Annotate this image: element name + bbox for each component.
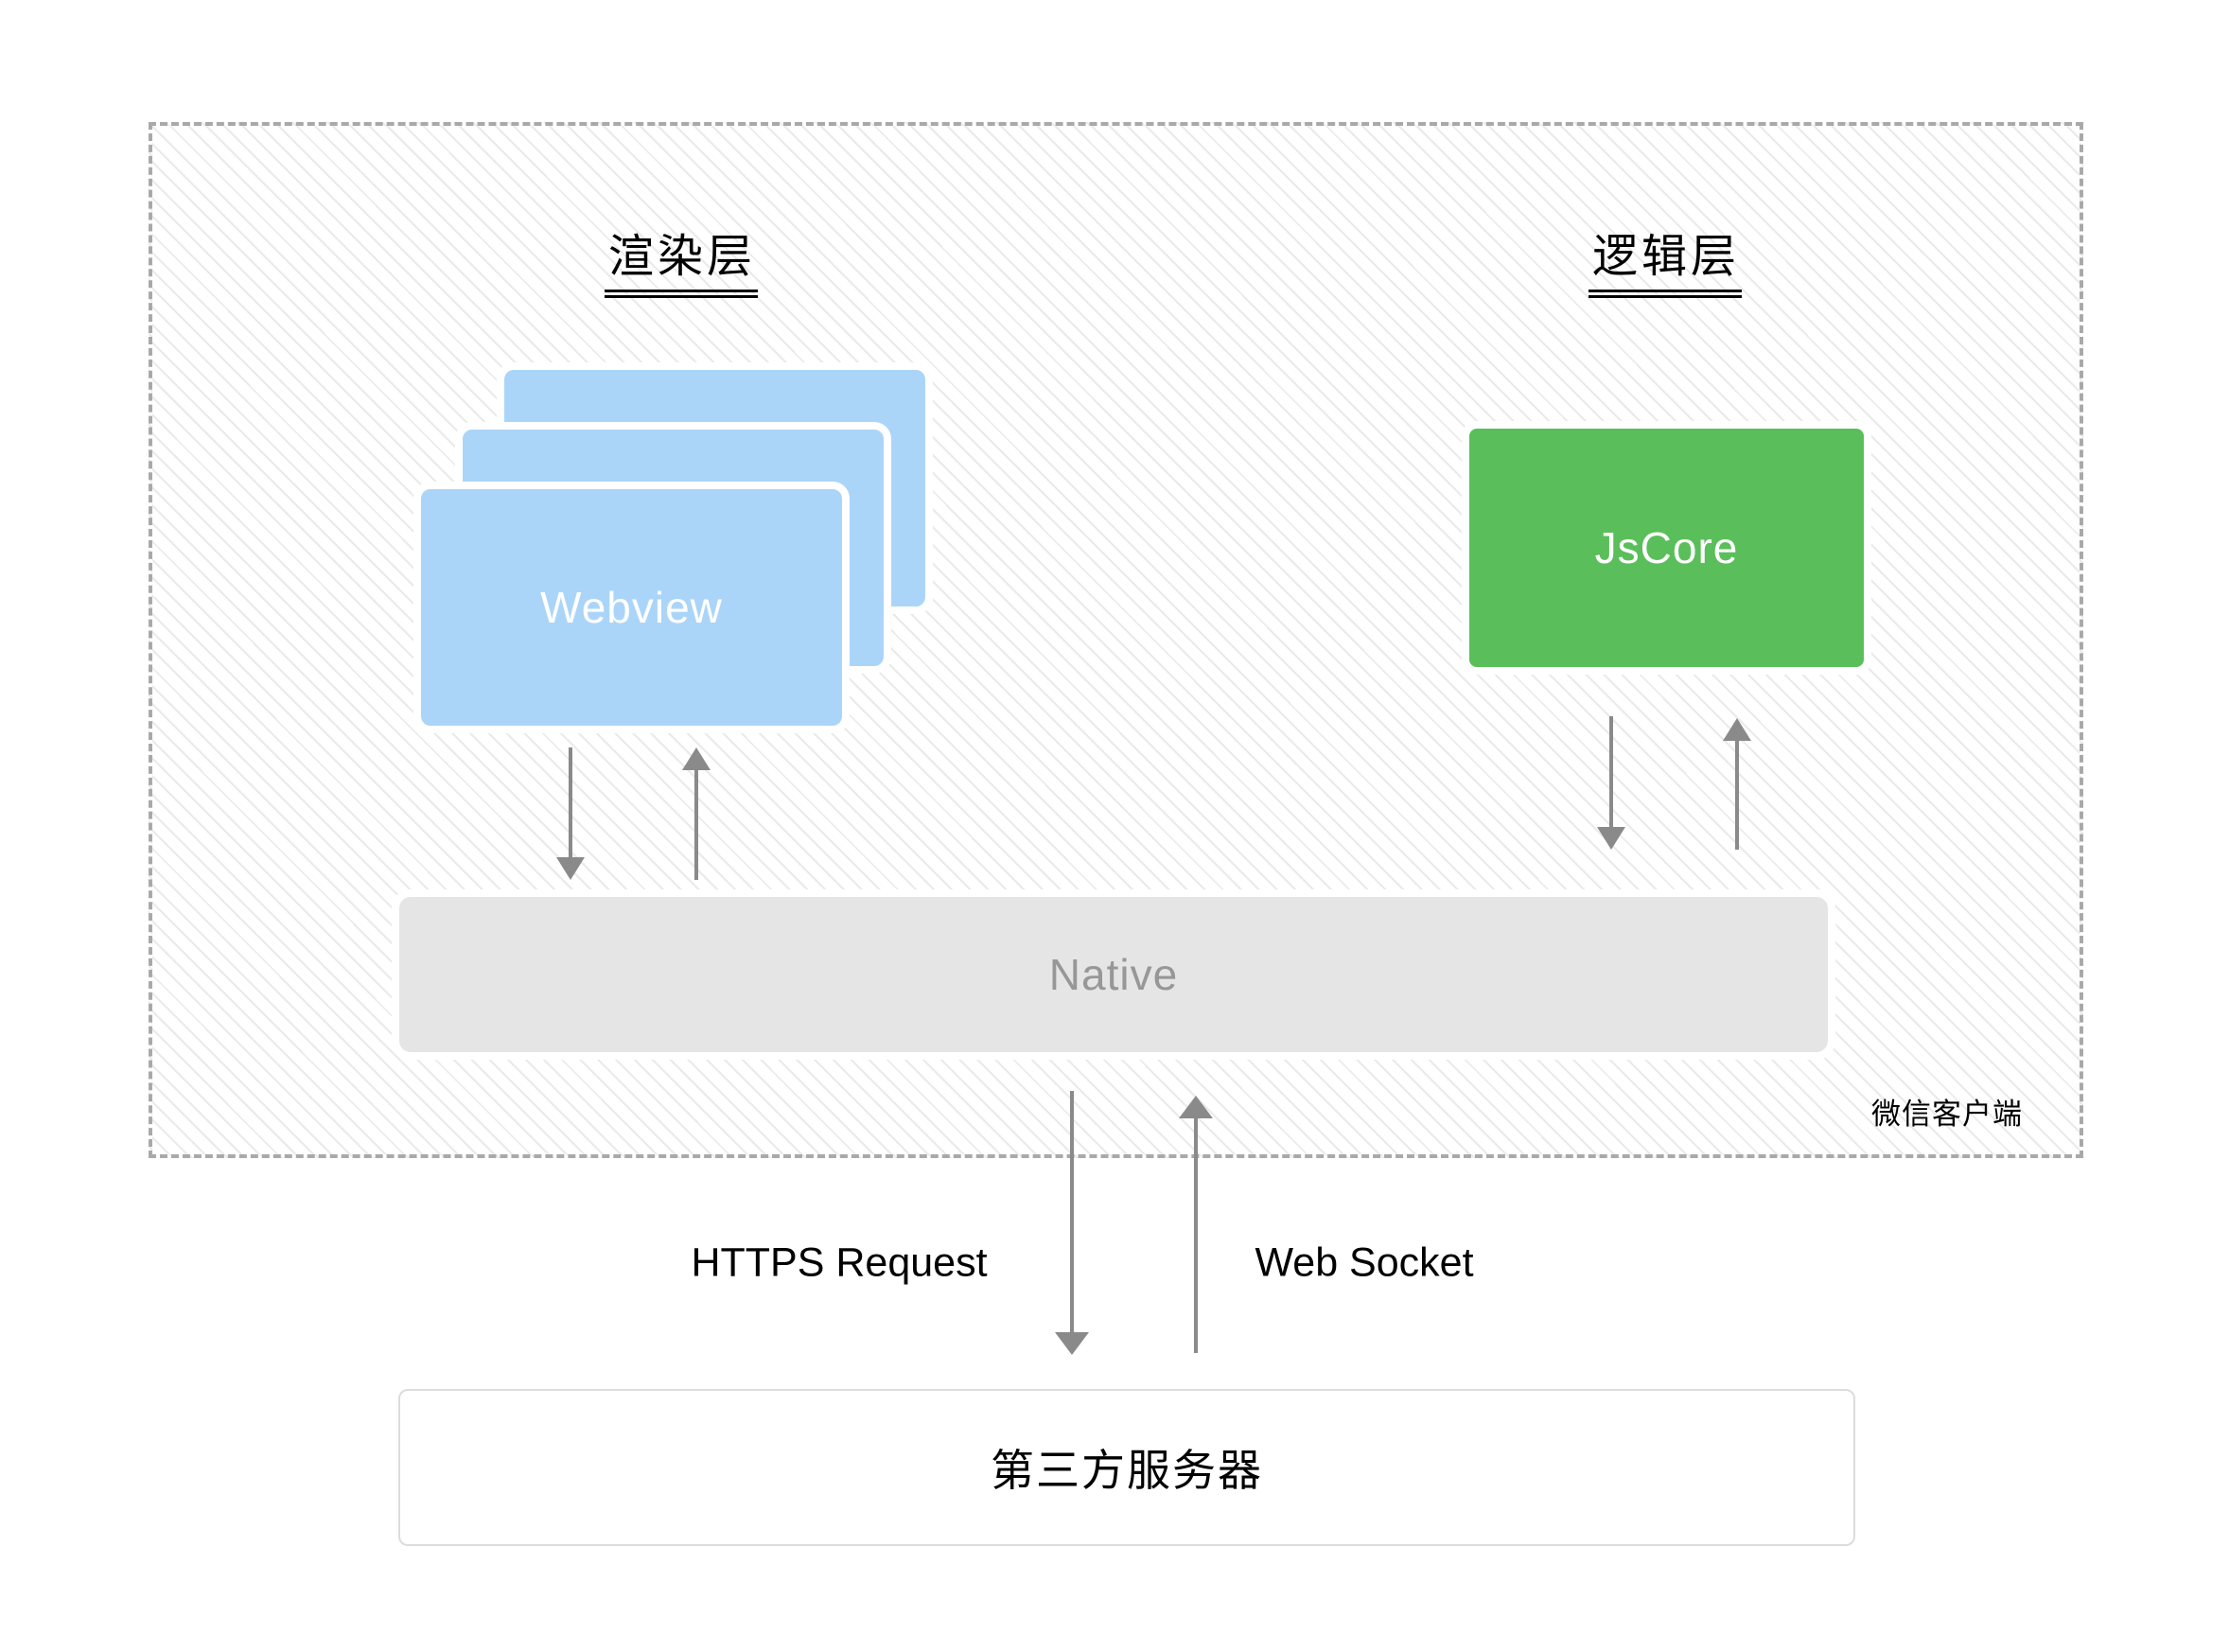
third-party-server-label: 第三方服务器	[991, 1446, 1263, 1495]
third-party-server-box: 第三方服务器	[398, 1389, 1855, 1546]
jscore-label: JsCore	[1594, 523, 1739, 572]
https-request-label: HTTPS Request	[691, 1239, 988, 1286]
wechat-client-caption: 微信客户端	[1871, 1098, 2023, 1131]
jscore-box: JsCore	[1462, 421, 1871, 675]
logic-layer-title: 逻辑层	[1588, 219, 1743, 298]
native-bar: Native	[392, 889, 1835, 1060]
native-label: Native	[1048, 950, 1179, 999]
web-socket-label: Web Socket	[1255, 1239, 1474, 1286]
webview-card-front: Webview	[413, 482, 850, 733]
webview-label: Webview	[540, 583, 723, 632]
render-layer-title: 渲染层	[604, 219, 759, 298]
